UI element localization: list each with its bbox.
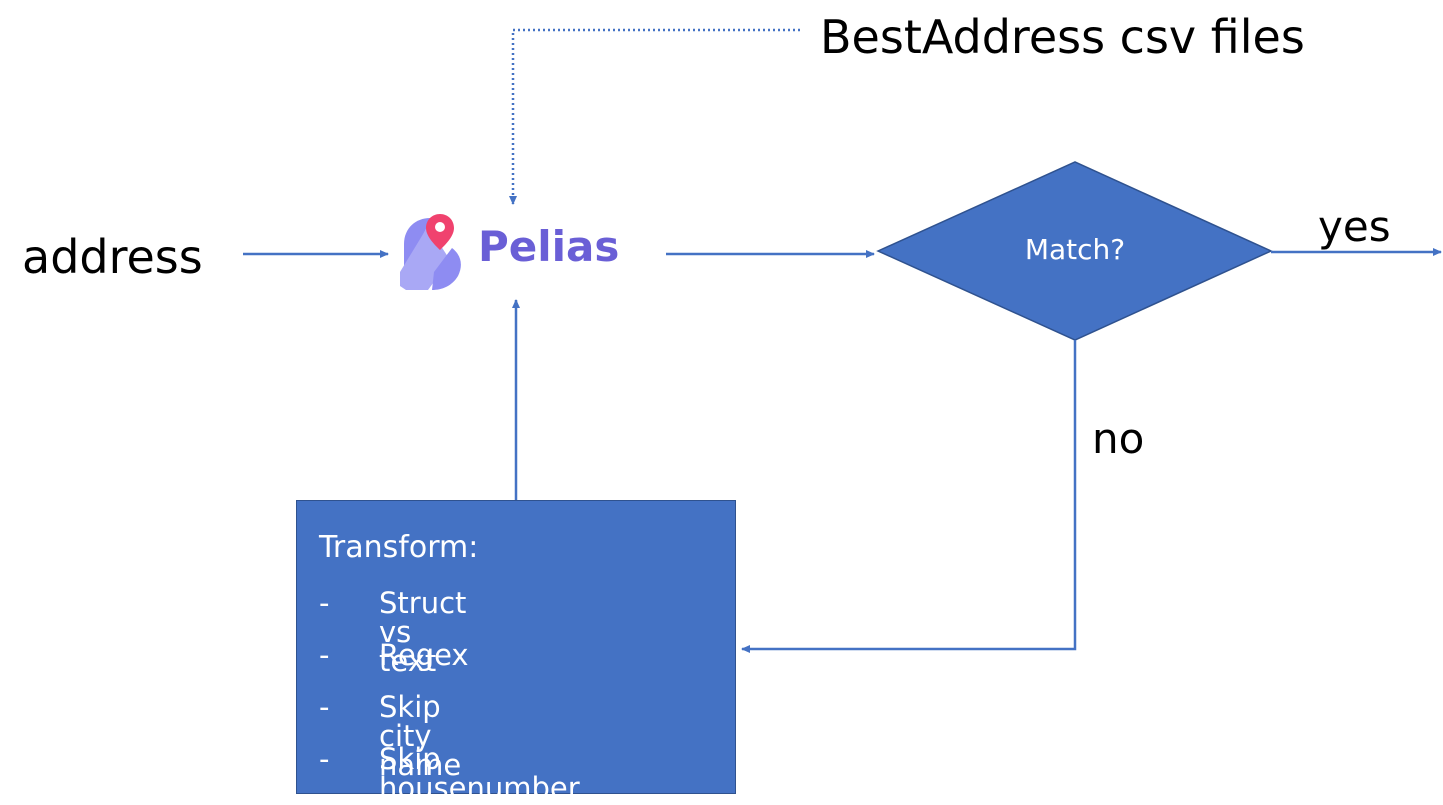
pelias-logo-icon	[400, 214, 461, 290]
list-bullet: -	[319, 638, 330, 672]
transform-step-label: Regex	[379, 638, 469, 672]
transform-box: Transform: - Struct vs text - Regex - Sk…	[296, 500, 736, 803]
no-connector	[741, 340, 1077, 653]
list-bullet: -	[319, 690, 330, 724]
pelias-process-node: Pelias	[398, 212, 638, 292]
list-bullet: -	[319, 586, 330, 620]
decision-label: Match?	[1024, 233, 1126, 266]
transform-step-label: Skip city name	[379, 690, 462, 782]
transform-step-label: Skip housenumber	[379, 742, 580, 805]
transform-title: Transform:	[319, 530, 479, 565]
list-bullet: -	[319, 742, 330, 776]
no-branch-label: no	[1092, 414, 1145, 463]
input-label: address	[22, 230, 203, 284]
transform-step-label: Struct vs text	[379, 586, 467, 678]
source-dotted-connector	[509, 28, 800, 205]
yes-branch-label: yes	[1318, 202, 1391, 251]
data-source-label: BestAddress csv files	[820, 10, 1305, 64]
pelias-wordmark: Pelias	[478, 222, 620, 271]
